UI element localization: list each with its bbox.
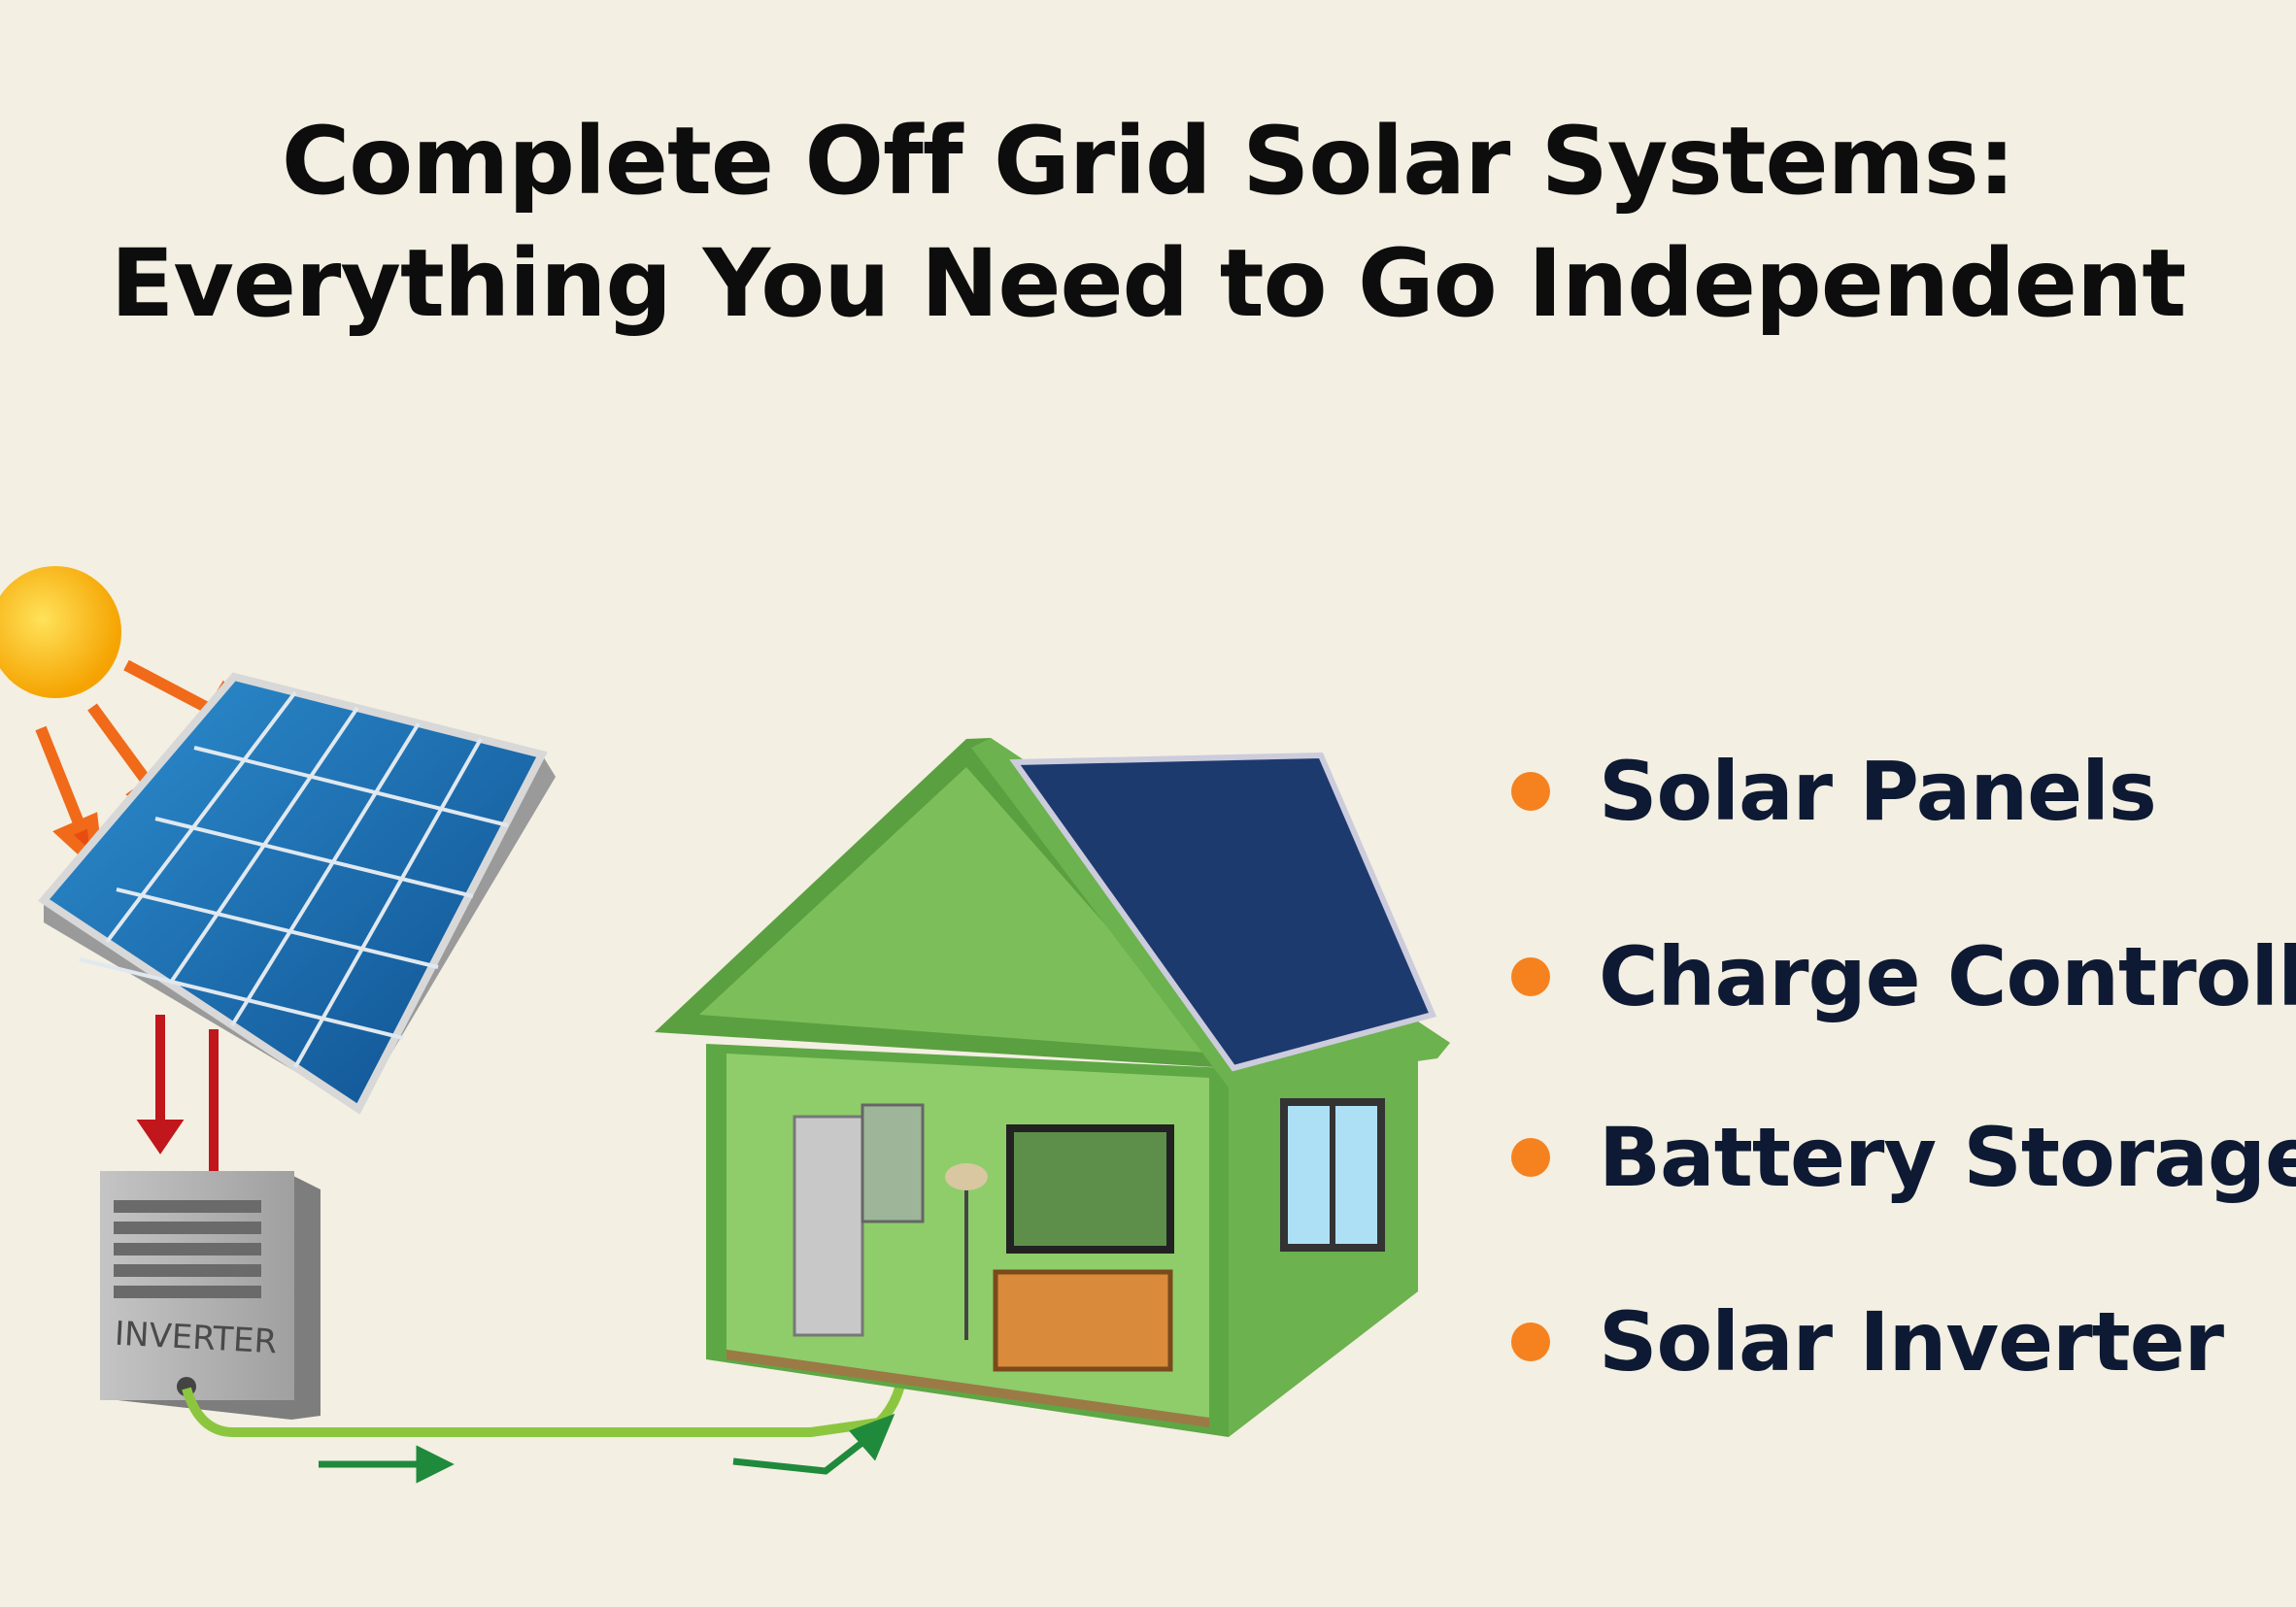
component-label: Charge Controller xyxy=(1599,929,2296,1024)
solar-panel xyxy=(38,672,556,1115)
component-label: Battery Storage xyxy=(1599,1110,2296,1205)
component-item-battery-storage: Battery Storage xyxy=(1511,1110,2296,1205)
dc-wires xyxy=(136,1015,219,1175)
component-label: Solar Inverter xyxy=(1599,1294,2224,1389)
bullet-icon xyxy=(1511,957,1550,996)
bullet-icon xyxy=(1511,772,1550,811)
bullet-icon xyxy=(1511,1138,1550,1177)
component-label: Solar Panels xyxy=(1599,744,2157,839)
power-flow-arrows xyxy=(319,1413,895,1484)
component-item-solar-panels: Solar Panels xyxy=(1511,744,2157,839)
component-item-charge-controller: Charge Controller xyxy=(1511,929,2296,1024)
component-item-solar-inverter: Solar Inverter xyxy=(1511,1294,2224,1389)
house xyxy=(655,738,1450,1437)
inverter-box xyxy=(100,1171,321,1420)
bullet-icon xyxy=(1511,1322,1550,1361)
sun-icon xyxy=(0,566,121,698)
page-title-line-2: Everything You Need to Go Independent xyxy=(110,229,2187,338)
page-title-line-1: Complete Off Grid Solar Systems: xyxy=(281,107,2015,216)
